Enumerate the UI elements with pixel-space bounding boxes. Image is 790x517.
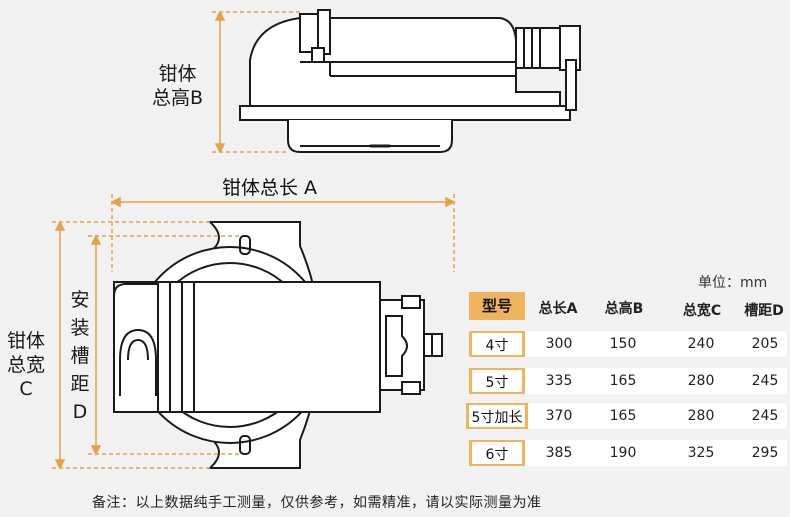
header-groove: 槽距D: [744, 303, 784, 319]
header-width: 总宽C: [682, 303, 722, 319]
row-width: 240: [687, 336, 715, 352]
row-height: 165: [609, 373, 637, 389]
header-model: 型号: [469, 292, 525, 320]
row-model: 5寸: [469, 368, 525, 394]
row-groove: 245: [751, 373, 779, 389]
width-label: 钳体 总宽 C: [4, 330, 48, 401]
footnote: 备注：以上数据纯手工测量，仅供参考，如需精准，请以实际测量为准: [92, 495, 542, 511]
row-width: 280: [687, 408, 715, 424]
row-height: 190: [609, 445, 637, 461]
header-height: 总高B: [604, 301, 644, 317]
row-width: 325: [687, 445, 715, 461]
row-height: 150: [609, 336, 637, 352]
width-label-line1: 钳体: [6, 330, 45, 352]
groove-label-char: 装: [70, 317, 90, 339]
height-label-line1: 钳体: [158, 63, 197, 85]
groove-label-char: D: [72, 401, 88, 423]
row-length: 385: [545, 445, 573, 461]
header-length: 总长A: [538, 301, 578, 317]
groove-label-char: 距: [70, 373, 90, 395]
groove-label-char: 安: [70, 289, 90, 311]
row-model: 6寸: [469, 440, 525, 466]
row-width: 280: [687, 373, 715, 389]
height-label-line2: 总高B: [152, 86, 204, 109]
row-length: 300: [545, 336, 573, 352]
row-length: 335: [545, 373, 573, 389]
row-groove: 205: [751, 336, 779, 352]
groove-label-char: 槽: [70, 345, 90, 367]
unit-label: 单位：mm: [698, 275, 768, 291]
row-model: 4寸: [469, 331, 525, 357]
row-groove: 295: [751, 445, 779, 461]
width-dimension: [52, 220, 210, 470]
groove-label: 安 装 槽 距 D: [66, 286, 94, 426]
row-model: 5寸加长: [466, 403, 528, 429]
top-view: [113, 221, 443, 469]
length-label: 钳体总长 A: [222, 177, 318, 199]
side-view: [239, 9, 581, 153]
width-label-line2: 总宽: [6, 353, 45, 376]
groove-dimension: [88, 234, 240, 456]
row-length: 370: [545, 408, 573, 424]
row-height: 165: [609, 408, 637, 424]
height-label: 钳体 总高B: [152, 63, 203, 111]
row-groove: 245: [751, 408, 779, 424]
height-dimension: [212, 10, 300, 154]
width-label-line3: C: [19, 377, 33, 400]
length-dimension: [110, 194, 456, 272]
